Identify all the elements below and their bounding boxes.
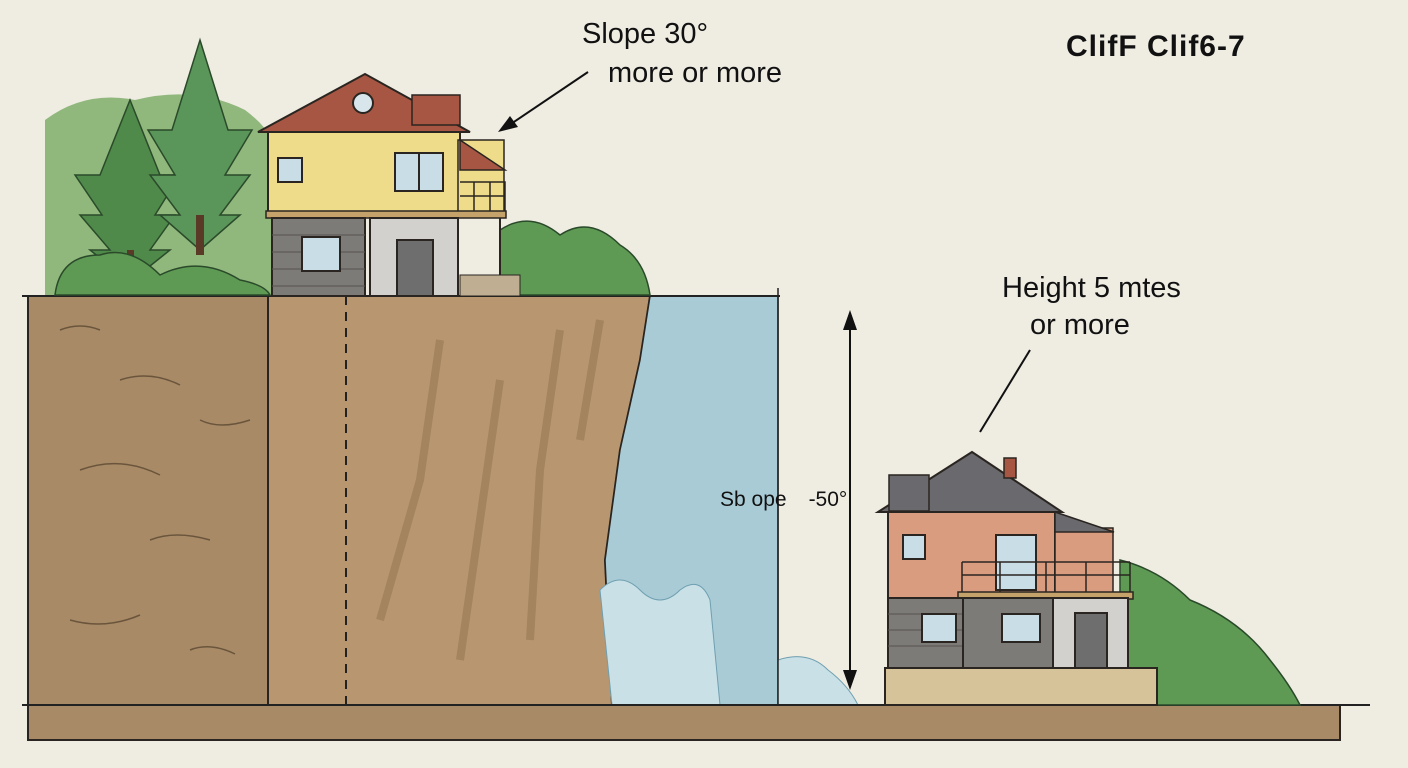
height-arrow bbox=[843, 310, 857, 690]
slope-mid-value: -50° bbox=[808, 488, 848, 511]
slope-top-annotation: Slope 30° more or more bbox=[582, 18, 782, 91]
slope-arrow bbox=[498, 71, 589, 132]
bushes-right bbox=[1119, 559, 1302, 706]
house-bottom bbox=[874, 450, 1158, 706]
slope-top-line2: more or more bbox=[608, 57, 783, 90]
slope-top-line1: Slope 30° bbox=[582, 18, 709, 50]
water-fall bbox=[599, 295, 859, 706]
trees-left bbox=[45, 37, 277, 296]
height-line2: or more bbox=[1030, 309, 1130, 342]
bushes-cliff-edge bbox=[499, 220, 651, 296]
cliff-face bbox=[267, 295, 652, 706]
slope-mid-annotation: Sb ope -50° bbox=[720, 488, 847, 512]
height-leader-line bbox=[979, 349, 1031, 433]
diagram-title: ClifF Clif6-7 bbox=[1066, 30, 1246, 63]
house-top bbox=[257, 72, 521, 297]
height-annotation: Height 5 mtes or more bbox=[1002, 272, 1181, 343]
slope-mid-label: Sb ope bbox=[720, 488, 787, 511]
height-line1: Height 5 mtes bbox=[1002, 272, 1181, 304]
